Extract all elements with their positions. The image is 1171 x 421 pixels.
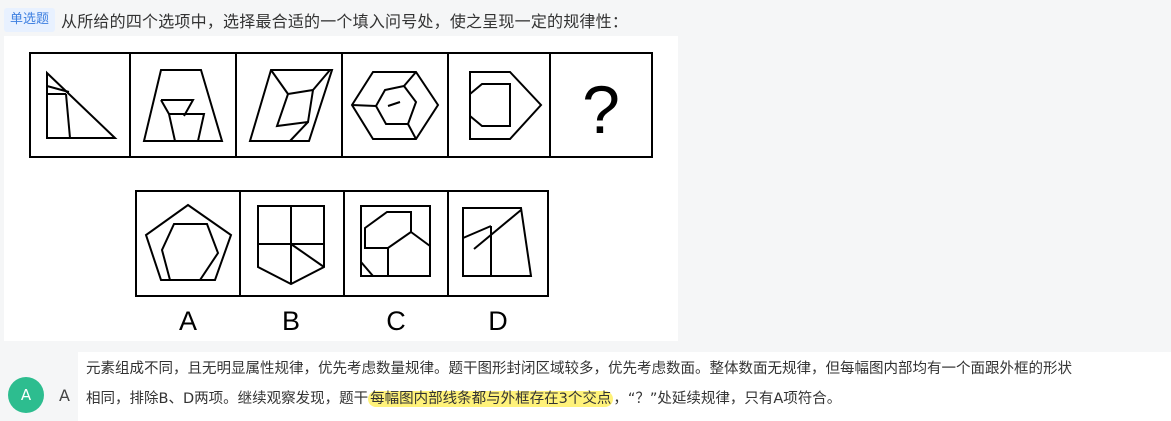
explanation-line-1: 元素组成不同，且无明显属性规律，优先考虑数量规律。题干图形封闭区域较多，优先考虑… xyxy=(86,361,1072,377)
option-label-d: D xyxy=(488,306,508,336)
answer-row: A A 元素组成不同，且无明显属性规律，优先考虑数量规律。题干图形封闭区域较多，… xyxy=(0,352,1171,421)
puzzle-figure-5 xyxy=(469,71,543,140)
question-figure: ? xyxy=(4,36,678,341)
puzzle-cell-question xyxy=(549,52,653,158)
question-type-badge: 单选题 xyxy=(4,8,56,32)
explanation-text-post: ，“？”处延续规律，只有A项符合。 xyxy=(613,391,842,407)
question-header: 单选题 从所给的四个选项中，选择最合适的一个填入问号处，使之呈现一定的规律性： xyxy=(4,6,628,34)
option-figure-a xyxy=(144,203,233,281)
puzzle-cell-5 xyxy=(447,52,551,158)
question-mark: ? xyxy=(582,72,620,148)
answer-avatar[interactable]: A xyxy=(8,377,44,413)
option-figure-b xyxy=(257,205,325,286)
explanation-panel: 元素组成不同，且无明显属性规律，优先考虑数量规律。题干图形封闭区域较多，优先考虑… xyxy=(78,352,1171,421)
puzzle-figure-2 xyxy=(142,69,224,142)
puzzle-figure-4 xyxy=(350,71,440,140)
option-label-a: A xyxy=(179,306,197,336)
puzzle-figure-3 xyxy=(248,69,334,142)
puzzle-figure-1 xyxy=(46,70,118,139)
option-figure-c xyxy=(360,205,431,277)
option-cell-d xyxy=(447,190,549,297)
figure-svg: ? xyxy=(29,52,653,336)
question-text: 从所给的四个选项中，选择最合适的一个填入问号处，使之呈现一定的规律性： xyxy=(61,12,629,31)
explanation-highlight: 每幅图内部线条都与外框存在3个交点 xyxy=(368,391,614,407)
option-label-c: C xyxy=(386,306,406,336)
explanation-line-2: 相同，排除B、D两项。继续观察发现，题干每幅图内部线条都与外框存在3个交点，“？… xyxy=(86,384,1171,414)
selected-answer: A xyxy=(59,386,70,405)
explanation-text-pre: 相同，排除B、D两项。继续观察发现，题干 xyxy=(86,391,369,407)
option-figure-d xyxy=(462,207,533,277)
option-label-b: B xyxy=(282,306,300,336)
